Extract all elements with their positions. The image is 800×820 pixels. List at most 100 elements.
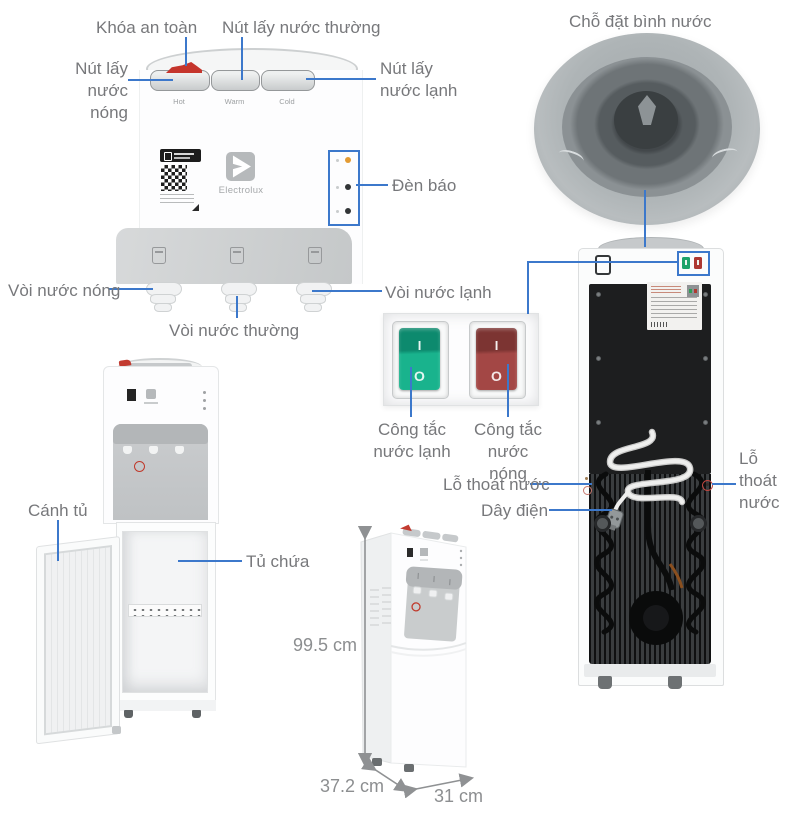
cold-water-tap bbox=[296, 282, 332, 312]
full-unit-logo bbox=[146, 389, 156, 399]
cup-icon-hot bbox=[152, 247, 166, 264]
label-safety-lock: Khóa an toàn bbox=[96, 18, 198, 37]
label-cold-switch: Công tắc nước lạnh bbox=[373, 420, 451, 461]
drain-hole-right bbox=[702, 480, 713, 491]
drain-hole-left bbox=[585, 477, 588, 480]
qr-corner-mark bbox=[192, 204, 199, 211]
funnel-valve-spike bbox=[638, 95, 656, 125]
screw-icon bbox=[596, 292, 601, 297]
label-hot-tap: Vòi nước nóng bbox=[8, 281, 121, 300]
label-hot-button: Nút lấy nước nóng bbox=[75, 59, 128, 122]
leg bbox=[192, 710, 201, 718]
label-door: Cánh tủ bbox=[28, 501, 88, 520]
cabinet-shelf bbox=[128, 604, 202, 617]
normal-water-tap bbox=[221, 282, 257, 312]
callout-box-switches bbox=[677, 251, 710, 276]
label-cold-tap: Vòi nước lạnh bbox=[385, 283, 492, 302]
leader-safety-lock bbox=[185, 37, 187, 66]
condenser-coil-graphic bbox=[594, 470, 706, 645]
leader-drain-right bbox=[712, 483, 736, 485]
led-icon-power bbox=[336, 159, 339, 162]
hot-button-label: Hot bbox=[173, 97, 185, 106]
indicator-led-dark-1 bbox=[345, 184, 351, 190]
bottle-holder-funnel bbox=[534, 33, 760, 225]
full-unit-overhang bbox=[113, 424, 208, 444]
leader-indicator bbox=[356, 184, 388, 186]
cup-icon-cold bbox=[308, 247, 322, 264]
full-unit-tap bbox=[123, 446, 132, 454]
leg bbox=[598, 676, 612, 689]
cup-icon-warm bbox=[230, 247, 244, 264]
leg bbox=[124, 710, 133, 718]
power-cord-graphic bbox=[605, 428, 694, 531]
warm-button-label: Warm bbox=[224, 97, 245, 106]
label-normal-tap: Vòi nước thường bbox=[169, 321, 300, 340]
led-icon-hot bbox=[336, 186, 339, 189]
switch-off-marking: O bbox=[491, 368, 502, 384]
leader-power-cord bbox=[549, 509, 612, 511]
switch-off-marking: O bbox=[414, 368, 425, 384]
leader-hot-tap bbox=[109, 288, 153, 290]
leader-hot-button bbox=[128, 79, 173, 81]
qr-caption-lines bbox=[160, 194, 194, 203]
label-normal-button: Nút lấy nước thường bbox=[222, 18, 381, 37]
full-unit-tap bbox=[149, 446, 158, 454]
switch-on-marking: I bbox=[417, 338, 422, 353]
leader-funnel bbox=[644, 190, 646, 247]
leader-cold-tap bbox=[312, 290, 382, 292]
label-cabinet: Tủ chứa bbox=[246, 552, 310, 571]
side-vents bbox=[370, 587, 391, 626]
handle-cutout bbox=[595, 255, 611, 275]
leader-normal-tap bbox=[236, 296, 238, 318]
mini-red-switch bbox=[694, 257, 702, 269]
screw-icon bbox=[703, 292, 708, 297]
screw-icon bbox=[703, 420, 708, 425]
depth-arrow bbox=[361, 757, 410, 792]
dimension-height: 99.5 cm bbox=[293, 635, 358, 655]
label-drain-left: Lỗ thoát nước bbox=[443, 475, 550, 494]
dimension-depth: 37.2 cm bbox=[320, 776, 385, 796]
leader-switches-v bbox=[527, 261, 529, 314]
electrolux-logo-icon bbox=[226, 152, 255, 181]
leader-cold-switch bbox=[410, 367, 412, 417]
cabinet-door-open bbox=[36, 536, 120, 745]
indicator-led-dark-2 bbox=[345, 208, 351, 214]
bolt-icon bbox=[690, 515, 707, 532]
dimension-width: 31 cm bbox=[434, 786, 484, 806]
bolt-icon bbox=[594, 515, 611, 532]
label-drain-right: Lỗ thoát nước bbox=[739, 449, 780, 512]
angled-unit-with-dimensions bbox=[357, 524, 475, 798]
screw-icon bbox=[596, 356, 601, 361]
drain-hole-left-ring bbox=[583, 486, 592, 495]
label-hot-switch: Công tắc nước nóng bbox=[473, 420, 543, 483]
back-base bbox=[584, 664, 716, 677]
dispensing-recess-panel bbox=[116, 228, 352, 284]
indicator-led-orange bbox=[345, 157, 351, 163]
leader-door bbox=[57, 520, 59, 561]
leader-drain-left bbox=[530, 483, 592, 485]
hot-water-tap bbox=[146, 282, 182, 312]
mini-green-switch bbox=[682, 257, 690, 269]
full-unit-qr bbox=[127, 389, 136, 401]
cold-button-label: Cold bbox=[279, 97, 295, 106]
safety-lock-lever bbox=[166, 62, 202, 73]
led-icon-cold bbox=[336, 210, 339, 213]
leader-normal-button bbox=[241, 37, 243, 80]
brand-wordmark: Electrolux bbox=[218, 185, 264, 196]
full-unit-base bbox=[112, 700, 216, 711]
cold-water-switch: I O bbox=[399, 328, 440, 390]
child-lock-icon bbox=[134, 461, 145, 472]
qr-code-sticker bbox=[160, 149, 201, 213]
normal-water-button bbox=[211, 70, 260, 91]
full-unit-tap bbox=[175, 446, 184, 454]
callout-box-leds bbox=[328, 150, 360, 226]
qr-code-icon bbox=[161, 165, 187, 191]
hot-water-switch: I O bbox=[476, 328, 517, 390]
angled-safety-lever bbox=[400, 524, 412, 532]
leader-hot-switch bbox=[507, 364, 509, 417]
door-hinge bbox=[112, 726, 121, 734]
rating-label-sticker bbox=[647, 282, 702, 330]
label-cold-button: Nút lấy nước lạnh bbox=[380, 59, 458, 100]
leader-cabinet bbox=[178, 560, 242, 562]
label-indicator: Đèn báo bbox=[392, 176, 457, 195]
